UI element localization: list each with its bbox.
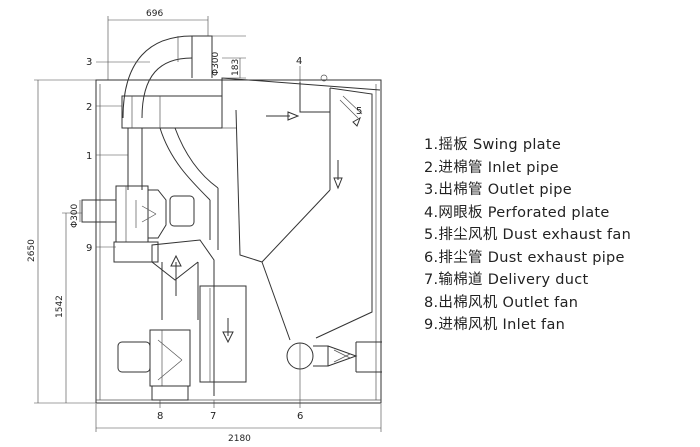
inlet-pipe (121, 77, 381, 129)
callout-2: 2 (86, 102, 92, 113)
callout-7: 7 (210, 411, 216, 422)
inlet-fan (81, 185, 195, 263)
legend-item: 2.进棉管 Inlet pipe (424, 159, 559, 176)
swing-plate (127, 127, 219, 201)
legend-item: 9.进棉风机 Inlet fan (424, 317, 566, 333)
legend-item: 7.输棉道 Delivery duct (424, 272, 589, 288)
dust-exhaust-pipe (286, 341, 382, 373)
dim-height-total: 2650 (27, 239, 37, 262)
callout-5: 5 (356, 106, 362, 117)
dim-width-top: 696 (146, 9, 163, 19)
delivery-duct (199, 285, 247, 383)
callout-4: 4 (296, 56, 302, 67)
legend-item: 8.出棉风机 Outlet fan (424, 294, 579, 311)
dimension-lines (34, 16, 382, 432)
legend-item: 3.出棉管 Outlet pipe (424, 182, 572, 198)
machine-housing (95, 74, 382, 404)
callout-6: 6 (297, 411, 303, 422)
callout-8: 8 (157, 411, 163, 422)
legend-item: 5.排尘风机 Dust exhaust fan (424, 227, 632, 243)
callout-1: 1 (86, 151, 92, 162)
outlet-pipe (122, 35, 213, 119)
outlet-fan (117, 329, 191, 401)
callout-9: 9 (86, 243, 92, 254)
dim-height-partial: 1542 (55, 295, 65, 318)
delivery-tower (151, 188, 219, 396)
dim-width-bottom: 2180 (228, 434, 251, 444)
legend-item: 6.排尘管 Dust exhaust pipe (424, 249, 625, 266)
callout-3: 3 (86, 57, 92, 68)
parts-legend: 1.摇板 Swing plate 2.进棉管 Inlet pipe 3.出棉管 … (424, 134, 631, 337)
legend-item: 4.网眼板 Perforated plate (424, 204, 610, 221)
dim-outlet-height: 183 (231, 59, 241, 76)
dim-fan-diameter: Φ300 (70, 203, 80, 228)
legend-item: 1.摇板 Swing plate (424, 137, 562, 153)
dim-outlet-diameter: Φ300 (211, 51, 221, 76)
dust-chamber (235, 82, 373, 341)
